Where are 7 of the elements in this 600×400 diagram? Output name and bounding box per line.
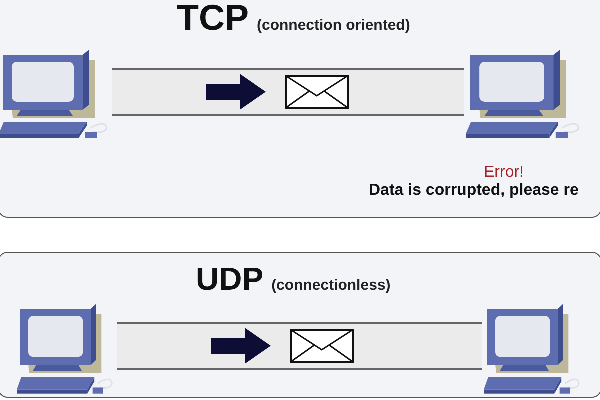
protocol-subtitle: (connection oriented) xyxy=(257,17,410,34)
protocol-title: TCP xyxy=(177,0,249,38)
connection-pipe xyxy=(112,70,464,114)
protocol-subtitle: (connectionless) xyxy=(272,277,391,294)
error-detail: Data is corrupted, please re xyxy=(369,182,579,200)
error-message: Error! xyxy=(484,164,524,182)
protocol-title: UDP xyxy=(196,261,264,297)
